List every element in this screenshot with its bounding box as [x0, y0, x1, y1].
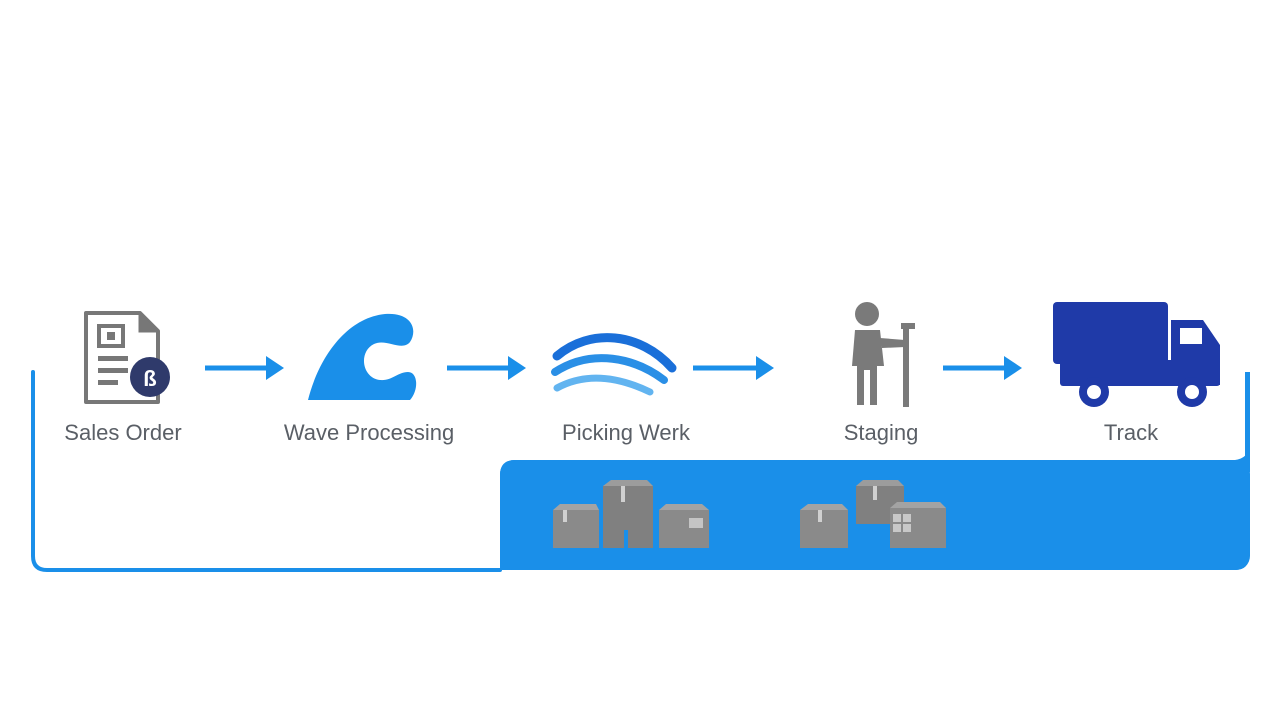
step-label-sales-order: Sales Order — [64, 420, 181, 445]
person-with-cane-icon — [852, 302, 915, 407]
package-boxes-icon — [800, 480, 946, 548]
blue-band-right-edge — [1245, 372, 1250, 472]
step-label-picking-work: Picking Werk — [562, 420, 691, 445]
truck-icon — [1053, 302, 1220, 407]
frame-outline — [31, 370, 502, 572]
waves-icon — [551, 333, 677, 396]
step-label-truck: Track — [1104, 420, 1159, 445]
arrow-right-icon — [447, 356, 526, 380]
svg-text:ß: ß — [143, 366, 156, 391]
arrow-right-icon — [943, 356, 1022, 380]
arrow-right-icon — [693, 356, 774, 380]
sales-order-document-icon: ß — [84, 311, 170, 404]
arrow-right-icon — [205, 356, 284, 380]
step-label-wave-processing: Wave Processing — [284, 420, 454, 445]
step-label-staging: Staging — [844, 420, 919, 445]
package-boxes-icon — [553, 480, 709, 548]
wave-icon — [308, 313, 417, 400]
